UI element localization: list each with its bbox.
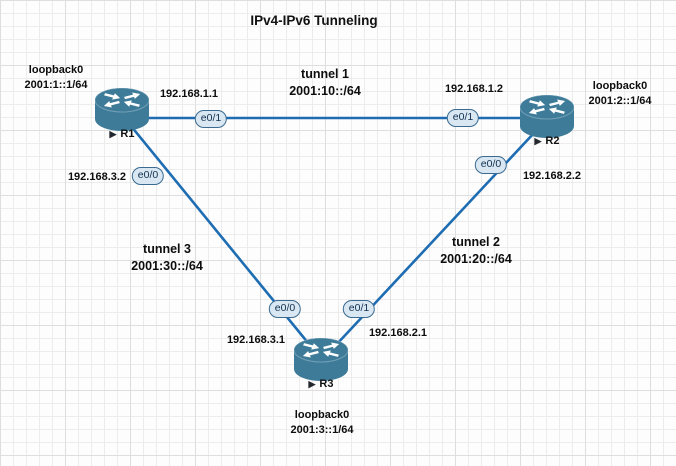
node-label-r1[interactable]: ▶ R1: [110, 128, 135, 140]
ip-label-r1-e0-1[interactable]: 192.168.1.1: [159, 88, 219, 100]
port-label-r1-e0-0[interactable]: e0/0: [131, 167, 165, 185]
node-label-r3[interactable]: ▶ R3: [309, 378, 334, 390]
loopback-iface: loopback0: [28, 64, 84, 76]
play-icon: ▶: [308, 378, 316, 389]
tunnel-prefix: 2001:20::/64: [440, 252, 512, 266]
port-label-r2-e0-0[interactable]: e0/0: [474, 156, 508, 174]
node-r1[interactable]: ▶ R1: [93, 87, 151, 140]
node-name: R1: [120, 128, 135, 140]
tunnel-prefix: 2001:30::/64: [131, 259, 203, 273]
play-icon: ▶: [534, 135, 542, 146]
link-r2-r3[interactable]: [321, 117, 549, 361]
ip-label-r1-e0-0[interactable]: 192.168.3.2: [67, 171, 127, 183]
node-name: R2: [545, 135, 560, 147]
loopback-label-r2[interactable]: loopback0 2001:2::1/64: [589, 79, 652, 109]
loopback-label-r1[interactable]: loopback0 2001:1::1/64: [25, 63, 88, 93]
diagram-title[interactable]: IPv4-IPv6 Tunneling: [250, 13, 378, 28]
ip-label-r2-e0-1[interactable]: 192.168.1.2: [444, 83, 504, 95]
loopback-label-r3[interactable]: loopback0 2001:3::1/64: [291, 408, 354, 438]
tunnel-2-label[interactable]: tunnel 2 2001:20::/64: [440, 234, 512, 268]
ip-label-r3-e0-1[interactable]: 192.168.2.1: [368, 327, 428, 339]
node-r2[interactable]: ▶ R2: [518, 94, 576, 147]
tunnel-3-label[interactable]: tunnel 3 2001:30::/64: [131, 241, 203, 275]
ip-label-r3-e0-0[interactable]: 192.168.3.1: [226, 334, 286, 346]
ip-label-r2-e0-0[interactable]: 192.168.2.2: [522, 170, 582, 182]
loopback-addr: 2001:3::1/64: [290, 424, 354, 436]
play-icon: ▶: [109, 128, 117, 139]
tunnel-name: tunnel 1: [301, 67, 349, 81]
node-r3[interactable]: ▶ R3: [292, 337, 350, 390]
router-icon: [519, 94, 575, 139]
node-name: R3: [319, 378, 334, 390]
loopback-addr: 2001:2::1/64: [588, 95, 652, 107]
tunnel-name: tunnel 3: [143, 242, 191, 256]
tunnel-1-label[interactable]: tunnel 1 2001:10::/64: [289, 66, 361, 100]
port-label-r1-e0-1[interactable]: e0/1: [194, 110, 228, 128]
port-label-r3-e0-0[interactable]: e0/0: [268, 300, 302, 318]
loopback-addr: 2001:1::1/64: [24, 79, 88, 91]
tunnel-prefix: 2001:10::/64: [289, 84, 361, 98]
loopback-iface: loopback0: [592, 80, 648, 92]
port-label-r2-e0-1[interactable]: e0/1: [446, 109, 480, 127]
loopback-iface: loopback0: [294, 409, 350, 421]
port-label-r3-e0-1[interactable]: e0/1: [342, 300, 376, 318]
link-r1-r3[interactable]: [120, 114, 324, 361]
router-icon: [293, 337, 349, 382]
router-icon: [94, 87, 150, 132]
node-label-r2[interactable]: ▶ R2: [535, 135, 560, 147]
tunnel-name: tunnel 2: [452, 235, 500, 249]
